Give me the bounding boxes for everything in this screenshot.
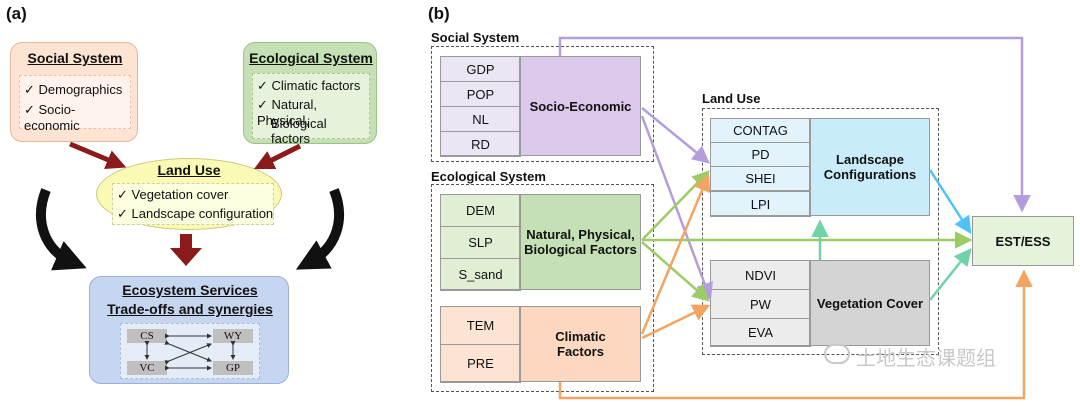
social-item: ✓ Demographics [24,82,123,97]
landscape-label-line: Landscape [836,152,904,167]
landuse-group-label: Land Use [702,91,761,106]
node-wy: WY [213,329,253,343]
arrow-ecological-to-es [295,188,345,270]
social-group-frame [431,46,654,162]
ecological-group-frame [431,184,654,392]
climatic-factors-box: Climatic Factors [520,306,641,382]
land-use-title: Land Use [157,162,221,178]
landuse-group-frame [702,108,939,355]
est-ess-box: EST/ESS [972,216,1074,266]
panel-b-label: (b) [428,4,450,23]
ecological-item: ✓ Climatic factors [257,78,361,93]
panel-a-label: (a) [6,4,27,23]
social-system-box: Social System ✓ Demographics ✓ Socio-eco… [10,42,138,142]
arrow-climatic-to-est [558,269,1033,400]
arrow-ecological-to-landuse [253,143,302,170]
panel-b-arrows [558,36,1033,400]
arrow-social-to-landuse [69,141,127,169]
natural-label-line: Natural, Physical, [526,227,635,242]
land-use-item: ✓ Vegetation cover [117,187,229,202]
arrow-natural-to-vegetation [641,241,710,302]
ecological-system-title: Ecological System [249,50,373,66]
arrow-climatic-to-landscape [640,173,711,335]
ecological-system-box: Ecological System ✓ Climatic factors ✓ N… [243,42,377,146]
natural-vars-column: DEM SLP S_sand [440,194,521,291]
arrow-natural-to-landscape [641,170,710,241]
natural-label-line: Biological Factors [524,242,637,257]
landscape-vars-column: CONTAG PD SHEI LPI [710,118,811,217]
ecological-system-items: ✓ Climatic factors ✓ Natural, Physical, … [252,73,370,146]
ecosystem-services-box: Ecosystem Services Trade-offs and synerg… [89,276,289,384]
social-group-label: Social System [431,30,520,45]
natural-factors-box: Natural, Physical, Biological Factors [520,194,641,290]
node-vc: VC [127,361,167,375]
arrow-climatic-to-vegetation [641,304,711,340]
social-item: ✓ Socio-economic [24,102,80,133]
land-use-items: ✓ Vegetation cover ✓ Landscape configura… [112,183,274,225]
ecological-item: Biological factors [271,116,327,146]
wechat-logo-icon [824,344,850,364]
arrow-socio-to-vegetation [640,115,713,301]
panel-a-arrows [36,141,345,271]
ecosystem-services-subtitle: Trade-offs and synergies [107,301,273,317]
vegetation-cover-box: Vegetation Cover [810,260,930,346]
climatic-label-line: Factors [557,344,604,359]
tradeoff-links [144,333,236,371]
ecosystem-services-title: Ecosystem Services [122,282,258,298]
arrow-socio-to-est [558,36,1031,213]
social-system-items: ✓ Demographics ✓ Socio-economic [19,75,131,133]
node-cs: CS [127,329,167,343]
socio-economic-box: Socio-Economic [520,56,641,156]
watermark-text: 土地生态课题组 [856,346,996,370]
climatic-label-line: Climatic [555,329,606,344]
arrow-landuse-to-es-head [170,248,202,266]
landscape-configurations-box: Landscape Configurations [810,118,930,216]
arrow-social-to-es [36,188,87,271]
social-system-title: Social System [27,50,123,66]
arrow-landuse-to-es-shaft [180,234,192,248]
node-gp: GP [213,361,253,375]
ecological-item: ✓ Natural, Physical, [257,97,318,128]
climatic-vars-column: TEM PRE [440,306,521,383]
landscape-label-line: Configurations [823,167,917,182]
arrow-landscape-to-est [928,169,972,235]
tradeoff-network: CS WY VC GP [120,323,260,379]
land-use-item: ✓ Landscape configuration [117,206,274,221]
arrow-socio-to-landscape [641,107,710,164]
arrow-vegetation-to-est [929,248,972,301]
ecological-group-label: Ecological System [431,169,546,184]
socio-vars-column: GDP POP NL RD [440,56,521,157]
